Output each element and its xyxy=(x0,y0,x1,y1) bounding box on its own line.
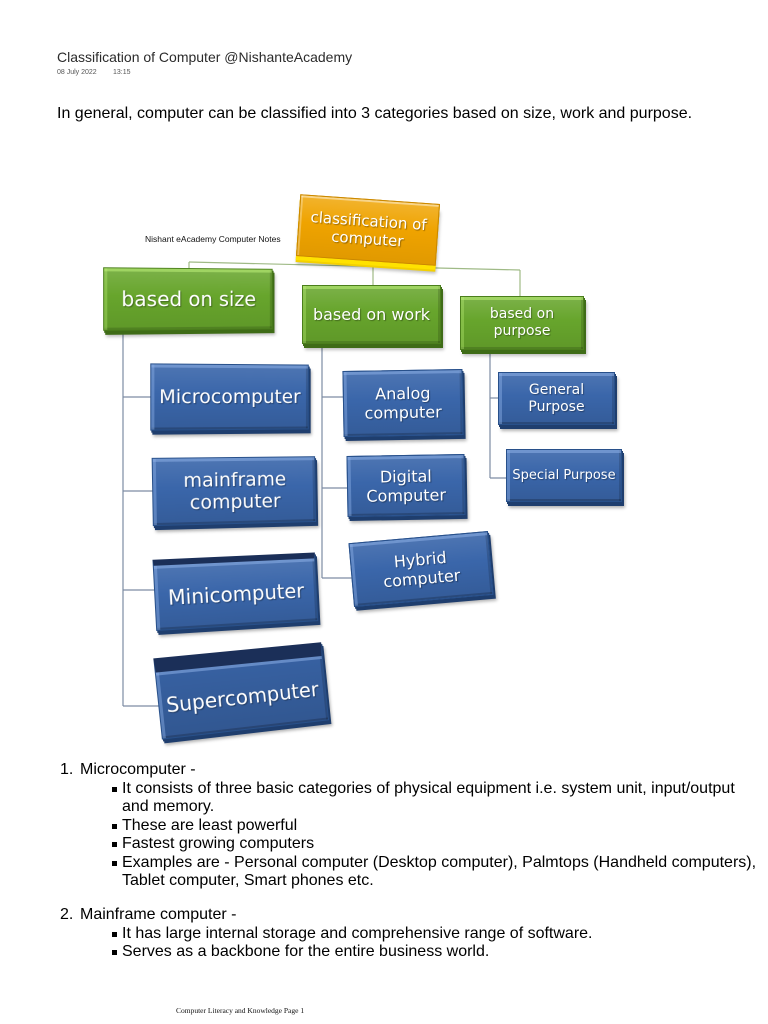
node-label: classification of computer xyxy=(310,207,428,251)
list-item-text: Examples are - Personal computer (Deskto… xyxy=(122,853,757,890)
page-title: Classification of Computer @NishanteAcad… xyxy=(57,49,353,65)
leaf-node-general-purpose: General Purpose xyxy=(498,372,615,425)
section-number: 1. xyxy=(60,761,74,778)
node-label: Special Purpose xyxy=(512,468,616,483)
node-label: Microcomputer xyxy=(159,385,301,409)
leaf-node-digital-computer: Digital Computer xyxy=(346,453,466,518)
node-label: mainframe computer xyxy=(183,467,287,514)
leaf-node-special-purpose: Special Purpose xyxy=(506,449,622,502)
connector-line xyxy=(188,261,521,271)
list-item: These are least powerful xyxy=(112,816,760,836)
section-heading: Microcomputer - xyxy=(80,761,196,778)
section-number: 2. xyxy=(60,906,74,923)
bullet-icon xyxy=(112,786,117,792)
list-item: Fastest growing computers xyxy=(112,835,760,854)
list-item-text: It consists of three basic categories of… xyxy=(122,779,735,816)
node-label: Analog computer xyxy=(364,383,442,423)
page-date: 08 July 2022 xyxy=(57,69,97,76)
page-footer: Computer Literacy and Knowledge Page 1 xyxy=(176,1006,305,1015)
bullet-list: It has large internal storage and compre… xyxy=(0,925,768,962)
diagram-watermark: Nishant eAcademy Computer Notes xyxy=(145,234,281,244)
list-item-text: These are least powerful xyxy=(122,816,298,834)
section-heading: Mainframe computer - xyxy=(80,906,237,923)
node-label: Supercomputer xyxy=(164,676,320,717)
leaf-node-microcomputer: Microcomputer xyxy=(150,363,309,431)
section-mainframe-computer: 2. Mainframe computer - It has large int… xyxy=(0,906,768,962)
branch-node-purpose: based on purpose xyxy=(460,296,584,350)
bullet-icon xyxy=(112,931,117,937)
root-connectors xyxy=(188,261,521,297)
section-header: 2. Mainframe computer - xyxy=(0,906,768,925)
list-item: It has large internal storage and compre… xyxy=(112,924,760,944)
page-time: 13:15 xyxy=(113,69,131,76)
leaf-node-analog-computer: Analog computer xyxy=(342,368,464,438)
bullet-icon xyxy=(112,950,117,955)
node-label: based on work xyxy=(312,305,431,324)
list-item-text: It has large internal storage and compre… xyxy=(122,924,593,942)
leaf-node-hybrid-computer: Hybrid computer xyxy=(348,531,494,607)
list-item: It consists of three basic categories of… xyxy=(112,779,760,817)
leaf-node-minicomputer: Minicomputer xyxy=(152,552,319,631)
node-label: Hybrid computer xyxy=(382,547,462,592)
bullet-icon xyxy=(112,842,117,847)
list-item-text: Serves as a backbone for the entire busi… xyxy=(122,943,490,960)
branch-node-size: based on size xyxy=(103,267,273,331)
intro-text: In general, computer can be classified i… xyxy=(57,105,693,122)
branch-connectors xyxy=(122,330,507,707)
list-item: Serves as a backbone for the entire busi… xyxy=(112,943,760,962)
bullet-icon xyxy=(112,860,117,866)
node-label: Digital Computer xyxy=(366,466,447,506)
branch-node-work: based on work xyxy=(302,285,441,344)
bullet-list: It consists of three basic categories of… xyxy=(0,780,768,891)
bullet-icon xyxy=(112,823,117,829)
list-item: Examples are - Personal computer (Deskto… xyxy=(112,853,760,891)
section-microcomputer: 1. Microcomputer - It consists of three … xyxy=(0,761,768,891)
root-node: classification of computer xyxy=(296,194,440,266)
leaf-node-mainframe-computer: mainframe computer xyxy=(151,456,317,527)
node-label: Minicomputer xyxy=(167,578,305,610)
section-header: 1. Microcomputer - xyxy=(0,761,768,780)
node-label: based on size xyxy=(121,286,257,312)
node-label: General Purpose xyxy=(528,381,585,415)
node-label: based on purpose xyxy=(489,306,555,339)
list-item-text: Fastest growing computers xyxy=(122,835,315,852)
